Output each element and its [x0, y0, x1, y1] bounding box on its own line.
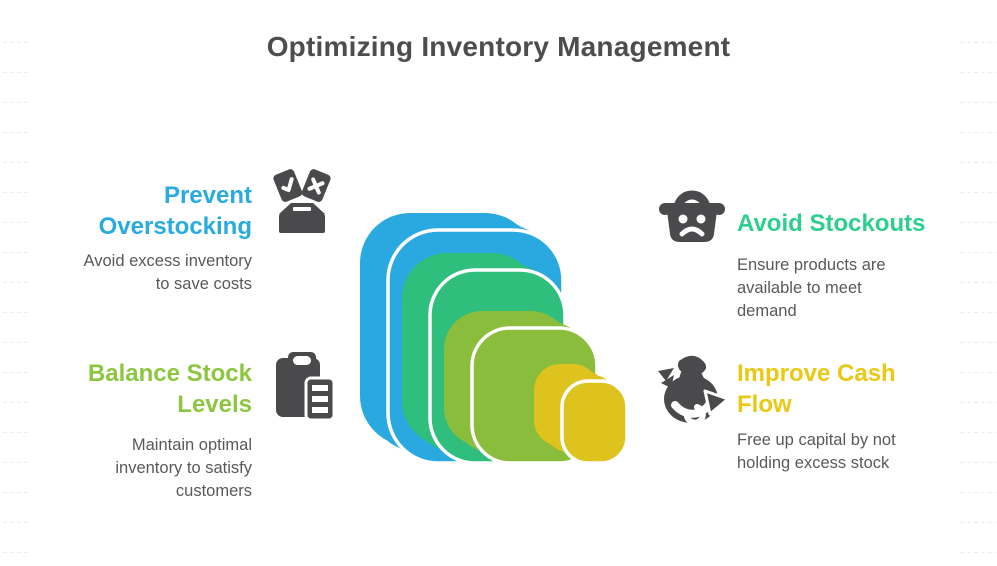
page-title: Optimizing Inventory Management: [266, 31, 731, 62]
sad-basket-icon: [652, 172, 732, 252]
heading-improve-cash-flow: Improve Cash Flow: [737, 360, 896, 418]
ballot-box-icon: [262, 164, 342, 244]
description-avoid-stockouts: Ensure products are available to meet de…: [737, 256, 886, 320]
heading-avoid-stockouts: Avoid Stockouts: [737, 210, 926, 237]
heading-prevent-overstocking: Prevent Overstocking: [98, 182, 252, 240]
description-prevent-overstocking: Avoid excess inventory to save costs: [83, 252, 252, 293]
ruled-lines-left: [0, 0, 28, 566]
stacked-squares-graphic: [350, 198, 650, 498]
tile-yellow: [534, 364, 629, 465]
heading-balance-stock-levels: Balance Stock Levels: [87, 360, 252, 418]
description-balance-stock-levels: Maintain optimal inventory to satisfy cu…: [115, 436, 252, 500]
money-bag-arrow-icon: [653, 349, 733, 429]
clipboard-list-icon: [262, 348, 342, 428]
ruled-lines-right: [957, 0, 997, 566]
description-improve-cash-flow: Free up capital by not holding excess st…: [737, 431, 896, 472]
